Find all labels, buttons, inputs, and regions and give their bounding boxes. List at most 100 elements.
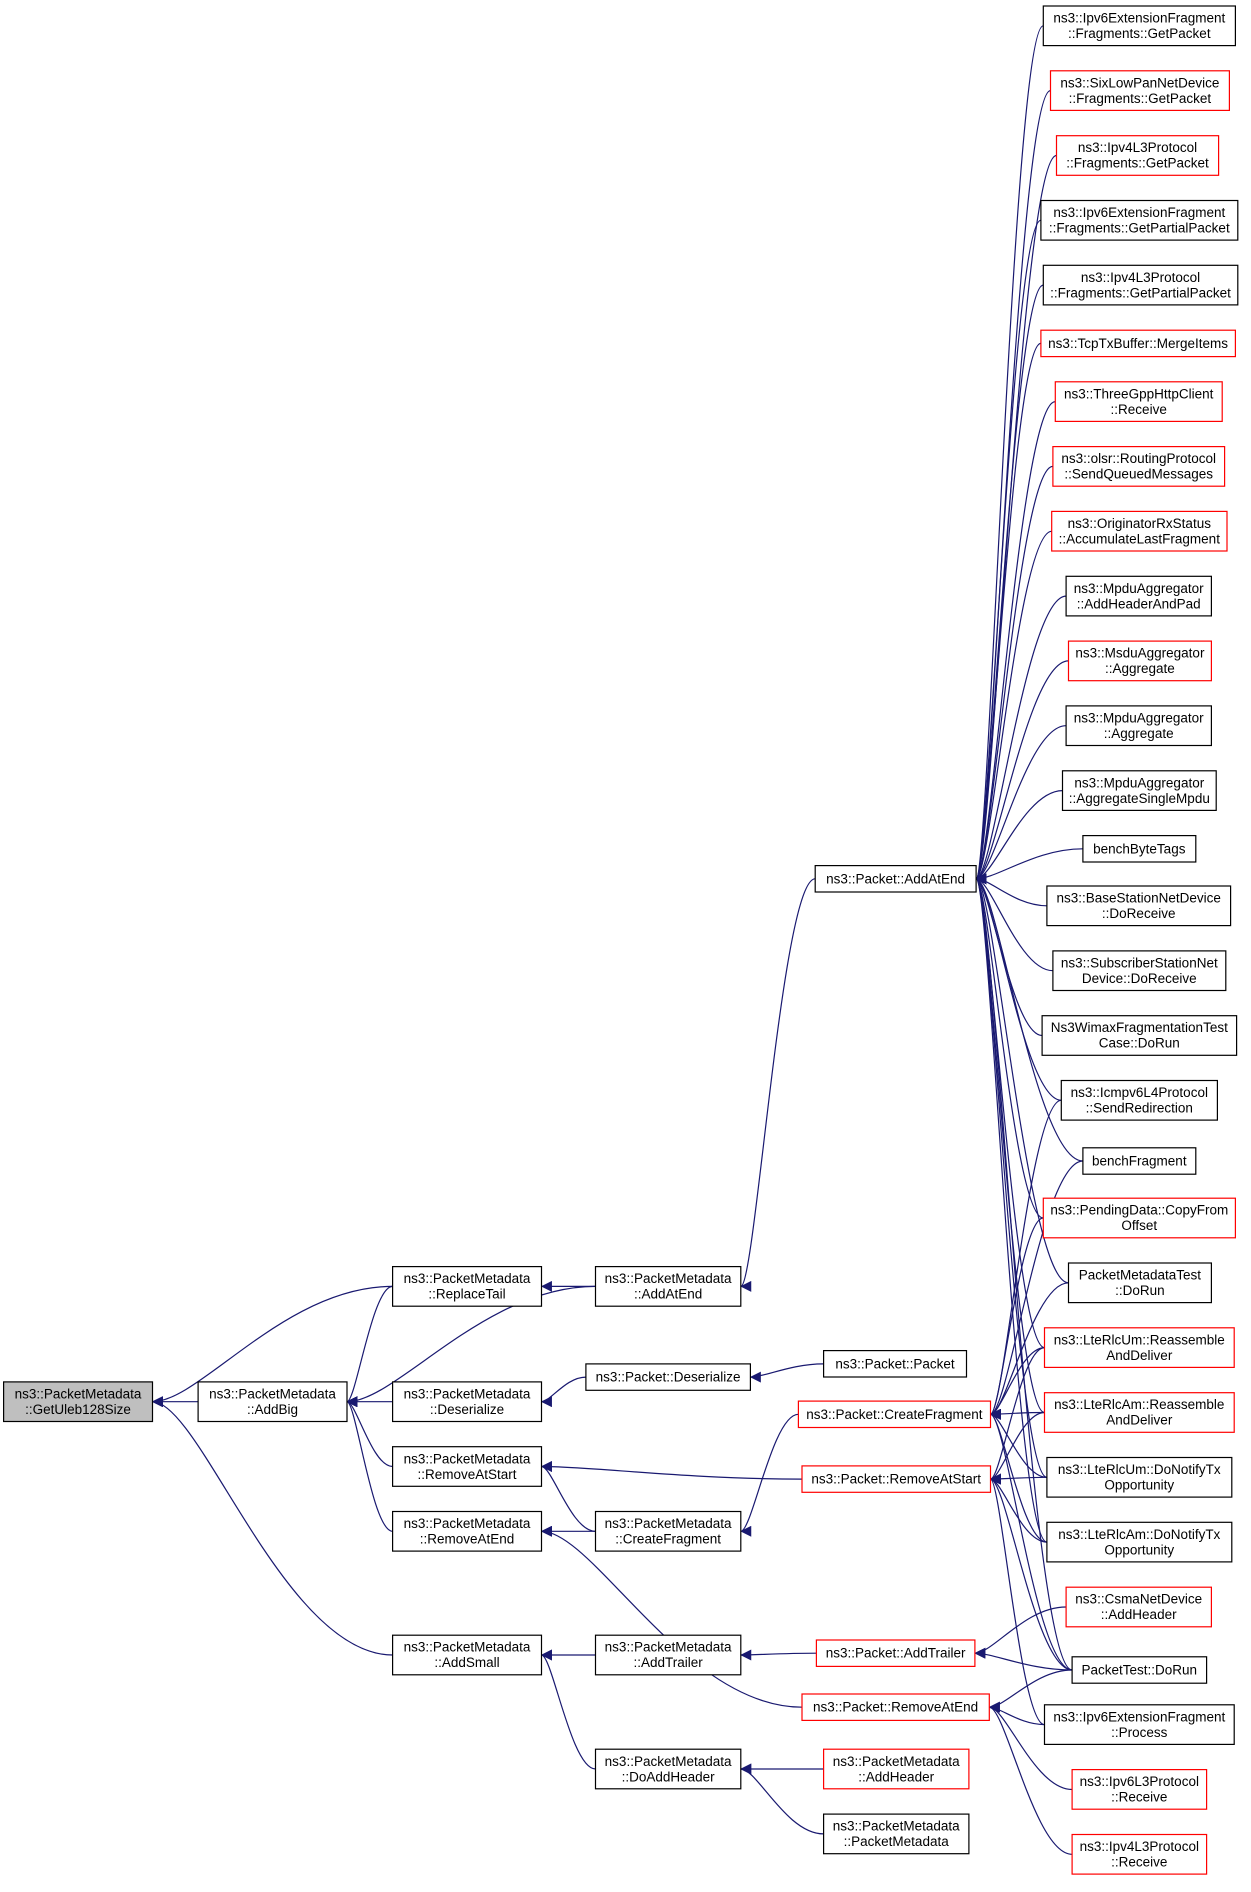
- node-box: [1065, 705, 1212, 747]
- node-label-line: ns3::BaseStationNetDevice: [1057, 891, 1221, 906]
- node-r21[interactable]: PacketMetadataTest::DoRun: [1067, 1262, 1212, 1304]
- node-r8[interactable]: ns3::olsr::RoutingProtocol::SendQueuedMe…: [1052, 446, 1226, 487]
- node-r30[interactable]: ns3::Ipv4L3Protocol::Receive: [1071, 1833, 1208, 1875]
- node-box: [801, 1693, 990, 1721]
- node-box: [822, 1349, 968, 1378]
- node-pkt_deserialize[interactable]: ns3::Packet::Deserialize: [585, 1363, 752, 1391]
- node-box: [1043, 1392, 1235, 1433]
- node-box: [392, 1446, 543, 1487]
- node-r5[interactable]: ns3::Ipv4L3Protocol::Fragments::GetParti…: [1042, 264, 1239, 306]
- call-edge-r22-to-pkt_createfragment: [989, 1347, 1045, 1420]
- node-label-line: ns3::PacketMetadata: [833, 1754, 960, 1769]
- node-pkt_packet[interactable]: ns3::Packet::Packet: [822, 1349, 968, 1378]
- node-label-line: ::DoReceive: [1102, 906, 1176, 921]
- node-label-line: ns3::MpduAggregator: [1074, 775, 1204, 790]
- node-pkt_removeatstart[interactable]: ns3::Packet::RemoveAtStart: [801, 1465, 992, 1493]
- node-pm_addheader[interactable]: ns3::PacketMetadata::AddHeader: [822, 1748, 970, 1790]
- node-pm_packetmetadata[interactable]: ns3::PacketMetadata::PacketMetadata: [822, 1813, 970, 1855]
- node-r16[interactable]: ns3::SubscriberStationNetDevice::DoRecei…: [1052, 950, 1227, 992]
- node-pkt_addatend[interactable]: ns3::Packet::AddAtEnd: [814, 864, 977, 893]
- node-r15[interactable]: ns3::BaseStationNetDevice::DoReceive: [1046, 885, 1232, 927]
- node-r2[interactable]: ns3::SixLowPanNetDevice::Fragments::GetP…: [1049, 70, 1230, 112]
- node-label-line: ::AggregateSingleMpdu: [1069, 791, 1210, 806]
- node-r27[interactable]: PacketTest::DoRun: [1071, 1656, 1208, 1684]
- node-r9[interactable]: ns3::OriginatorRxStatus::AccumulateLastF…: [1051, 510, 1228, 552]
- node-r26[interactable]: ns3::CsmaNetDevice::AddHeader: [1065, 1586, 1212, 1628]
- node-box: [1054, 381, 1223, 422]
- node-label-line: ns3::PacketMetadata: [605, 1516, 732, 1531]
- node-label-line: ns3::Packet::AddAtEnd: [826, 871, 965, 886]
- node-createfragment_pm[interactable]: ns3::PacketMetadata::CreateFragment: [594, 1510, 742, 1552]
- node-label-line: ::AddAtEnd: [634, 1287, 702, 1302]
- node-label-line: ::AddHeader: [858, 1769, 934, 1784]
- node-box: [1040, 329, 1237, 358]
- node-r18[interactable]: ns3::Icmpv6L4Protocol::SendRedirection: [1060, 1079, 1219, 1121]
- node-box: [1060, 1079, 1219, 1121]
- node-box: [1052, 446, 1226, 487]
- node-r14[interactable]: benchByteTags: [1082, 834, 1197, 863]
- node-label-line: ::Aggregate: [1105, 661, 1175, 676]
- node-label-line: ::Fragments::GetPartialPacket: [1049, 221, 1230, 236]
- node-r7[interactable]: ns3::ThreeGppHttpClient::Receive: [1054, 381, 1223, 422]
- node-pkt_addtrailer[interactable]: ns3::Packet::AddTrailer: [815, 1639, 976, 1667]
- node-r12[interactable]: ns3::MpduAggregator::Aggregate: [1065, 705, 1212, 747]
- node-pkt_removeatend[interactable]: ns3::Packet::RemoveAtEnd: [801, 1693, 990, 1721]
- node-addtrailer_pm[interactable]: ns3::PacketMetadata::AddTrailer: [594, 1634, 742, 1676]
- node-label-line: Offset: [1121, 1218, 1157, 1233]
- node-label-line: ::AddHeaderAndPad: [1077, 596, 1201, 611]
- call-edge-r27-to-pkt_addatend: [975, 873, 1073, 1671]
- node-doaddheader[interactable]: ns3::PacketMetadata::DoAddHeader: [594, 1748, 742, 1790]
- node-label-line: Opportunity: [1104, 1542, 1174, 1557]
- call-edge-pkt_removeatend-to-removeatend_pm: [540, 1525, 803, 1708]
- node-addsmall[interactable]: ns3::PacketMetadata::AddSmall: [392, 1634, 543, 1676]
- node-label-line: ns3::Ipv4L3Protocol: [1080, 1839, 1199, 1854]
- node-box: [822, 1813, 970, 1855]
- node-label-line: ::Receive: [1111, 1790, 1167, 1805]
- node-label-line: ns3::Ipv6ExtensionFragment: [1053, 1709, 1225, 1724]
- node-label-line: Device::DoReceive: [1082, 971, 1197, 986]
- node-r11[interactable]: ns3::MsduAggregator::Aggregate: [1067, 640, 1212, 682]
- node-label-line: ::Fragments::GetPartialPacket: [1050, 285, 1231, 300]
- node-r3[interactable]: ns3::Ipv4L3Protocol::Fragments::GetPacke…: [1055, 135, 1220, 176]
- node-r1[interactable]: ns3::Ipv6ExtensionFragment::Fragments::G…: [1042, 5, 1237, 47]
- node-getuleb[interactable]: ns3::PacketMetadata::GetUleb128Size: [2, 1381, 154, 1423]
- node-r19[interactable]: benchFragment: [1082, 1147, 1197, 1175]
- node-label-line: ::DoRun: [1115, 1283, 1165, 1298]
- node-r28[interactable]: ns3::Ipv6ExtensionFragment::Process: [1043, 1704, 1235, 1746]
- node-addbig[interactable]: ns3::PacketMetadata::AddBig: [197, 1381, 348, 1423]
- call-edge-r20-to-pkt_createfragment: [989, 1217, 1044, 1420]
- node-box: [1051, 510, 1228, 552]
- node-box: [392, 1265, 543, 1307]
- node-r4[interactable]: ns3::Ipv6ExtensionFragment::Fragments::G…: [1040, 199, 1239, 241]
- node-deserialize[interactable]: ns3::PacketMetadata::Deserialize: [392, 1381, 543, 1423]
- node-label-line: ::AddTrailer: [633, 1655, 703, 1670]
- node-r6[interactable]: ns3::TcpTxBuffer::MergeItems: [1040, 329, 1237, 358]
- node-label-line: ns3::PacketMetadata: [404, 1516, 531, 1531]
- node-addatend_pm[interactable]: ns3::PacketMetadata::AddAtEnd: [594, 1265, 742, 1307]
- node-r10[interactable]: ns3::MpduAggregator::AddHeaderAndPad: [1065, 575, 1212, 617]
- node-removeatend_pm[interactable]: ns3::PacketMetadata::RemoveAtEnd: [392, 1510, 543, 1552]
- call-edge-r27-to-pkt_createfragment: [989, 1408, 1073, 1671]
- call-edge-r10-to-pkt_addatend: [975, 595, 1067, 885]
- node-r29[interactable]: ns3::Ipv6L3Protocol::Receive: [1071, 1768, 1208, 1810]
- node-box: [1067, 1262, 1212, 1304]
- node-label-line: ::Receive: [1111, 402, 1167, 417]
- call-edge-r4-to-pkt_addatend: [975, 219, 1042, 884]
- node-label-line: ns3::SubscriberStationNet: [1061, 955, 1218, 970]
- node-label-line: ns3::Ipv6ExtensionFragment: [1053, 11, 1225, 26]
- node-pkt_createfragment[interactable]: ns3::Packet::CreateFragment: [797, 1400, 992, 1429]
- node-label-line: ::ReplaceTail: [428, 1287, 505, 1302]
- node-removeatstart_pm[interactable]: ns3::PacketMetadata::RemoveAtStart: [392, 1446, 543, 1487]
- node-r13[interactable]: ns3::MpduAggregator::AggregateSingleMpdu: [1061, 770, 1217, 811]
- node-replacetail[interactable]: ns3::PacketMetadata::ReplaceTail: [392, 1265, 543, 1307]
- call-edge-r12-to-pkt_addatend: [975, 725, 1067, 885]
- node-box: [1071, 1768, 1208, 1810]
- node-label-line: ns3::PacketMetadata: [209, 1386, 336, 1401]
- node-box: [1065, 575, 1212, 617]
